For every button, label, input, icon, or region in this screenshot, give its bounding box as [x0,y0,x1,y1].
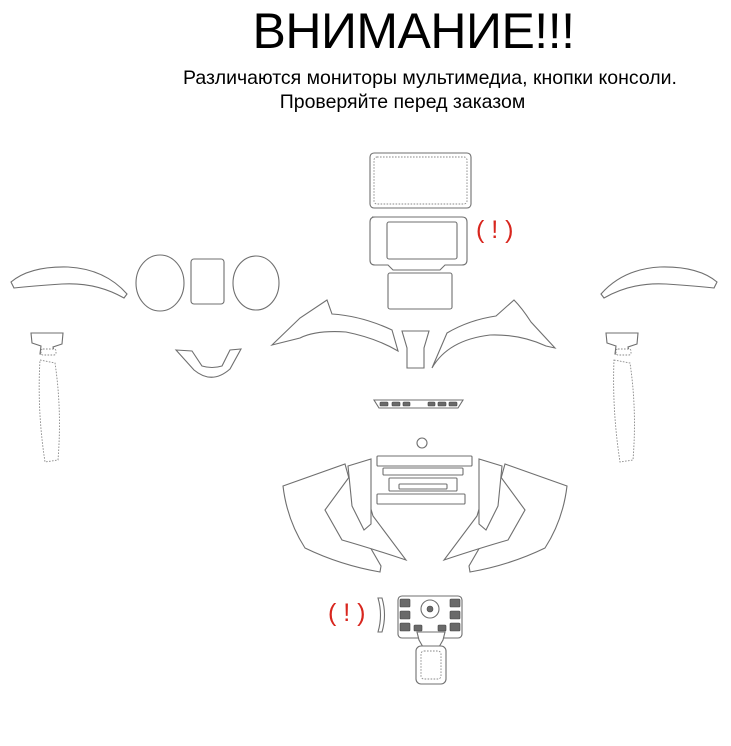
monitor-middle-screen [386,221,458,260]
air-vent-strip [373,399,464,409]
steering-v-trim [174,348,242,378]
right-oval-film [232,255,280,311]
left-door-strip [30,332,64,463]
start-button-film [416,437,428,449]
right-door-strip [605,332,639,463]
warning-subtitle-line-2: Проверяйте перед заказом [279,91,526,113]
monitor-small-film [387,272,453,310]
console-button-unit [377,595,463,685]
console-warning-marker: ( ! ) [328,599,366,627]
console-panel-set [282,455,568,573]
warning-subtitle-line-1: Различаются мониторы мультимедиа, кнопки… [183,67,677,89]
dashboard-right-wing-trim [431,299,557,369]
warning-title-text: ВНИМАНИЕ!!! [252,3,575,59]
monitor-warning-marker: ( ! ) [476,216,514,244]
left-upper-trim-strip [10,266,128,299]
center-waist-trim [401,330,430,369]
monitor-large-film-inner [373,156,468,205]
dashboard-left-wing-trim [270,299,399,353]
left-oval-film [135,254,185,312]
center-small-rectangle-film [190,258,225,305]
multimedia-monitors [369,152,472,310]
console-side-strip [377,597,386,633]
warning-title: ВНИМАНИЕ!!! [0,2,731,60]
right-upper-trim-strip [600,266,718,299]
